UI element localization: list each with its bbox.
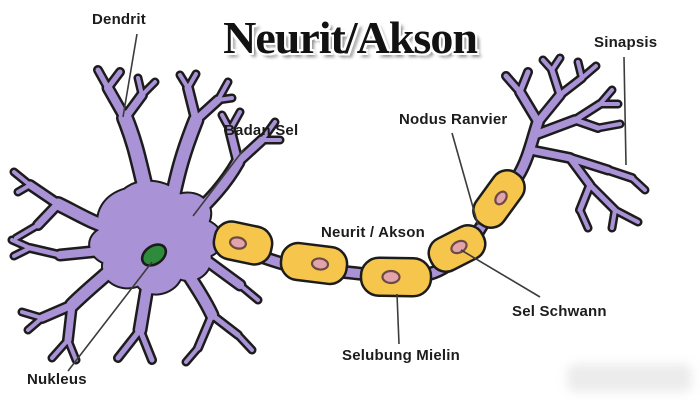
label-neurit-akson: Neurit / Akson	[321, 224, 425, 241]
label-nodus-ranvier: Nodus Ranvier	[399, 111, 508, 128]
schwann-cell-nucleus	[494, 190, 508, 206]
pointer-lines	[67, 33, 627, 372]
blurred-watermark	[567, 364, 692, 392]
cell-nucleus	[140, 243, 168, 267]
dendrit-pointer-line	[122, 33, 138, 118]
page-title: Neurit/Akson	[223, 12, 478, 63]
label-selubung-mielin: Selubung Mielin	[342, 347, 460, 364]
schwann-cell-nucleus	[450, 239, 468, 255]
badan-sel-pointer-line	[192, 148, 245, 217]
selubung-mielin-pointer-line	[396, 293, 400, 345]
label-badan-sel: Badan Sel	[224, 122, 299, 139]
schwann-cell-nucleus	[228, 236, 248, 250]
schwann-cell-nucleus	[381, 269, 401, 285]
sel-schwann-pointer-line	[460, 249, 541, 298]
label-nukleus: Nukleus	[27, 371, 87, 388]
nukleus-pointer-line	[67, 261, 153, 372]
sinapsis-pointer-line	[623, 56, 627, 166]
myelin-sheath	[212, 169, 526, 298]
label-sel-schwann: Sel Schwann	[512, 303, 607, 320]
label-dendrit: Dendrit	[92, 11, 146, 28]
schwann-cell-nucleus	[310, 257, 330, 271]
label-sinapsis: Sinapsis	[594, 34, 658, 51]
nodus-ranvier-pointer-line	[451, 132, 479, 226]
